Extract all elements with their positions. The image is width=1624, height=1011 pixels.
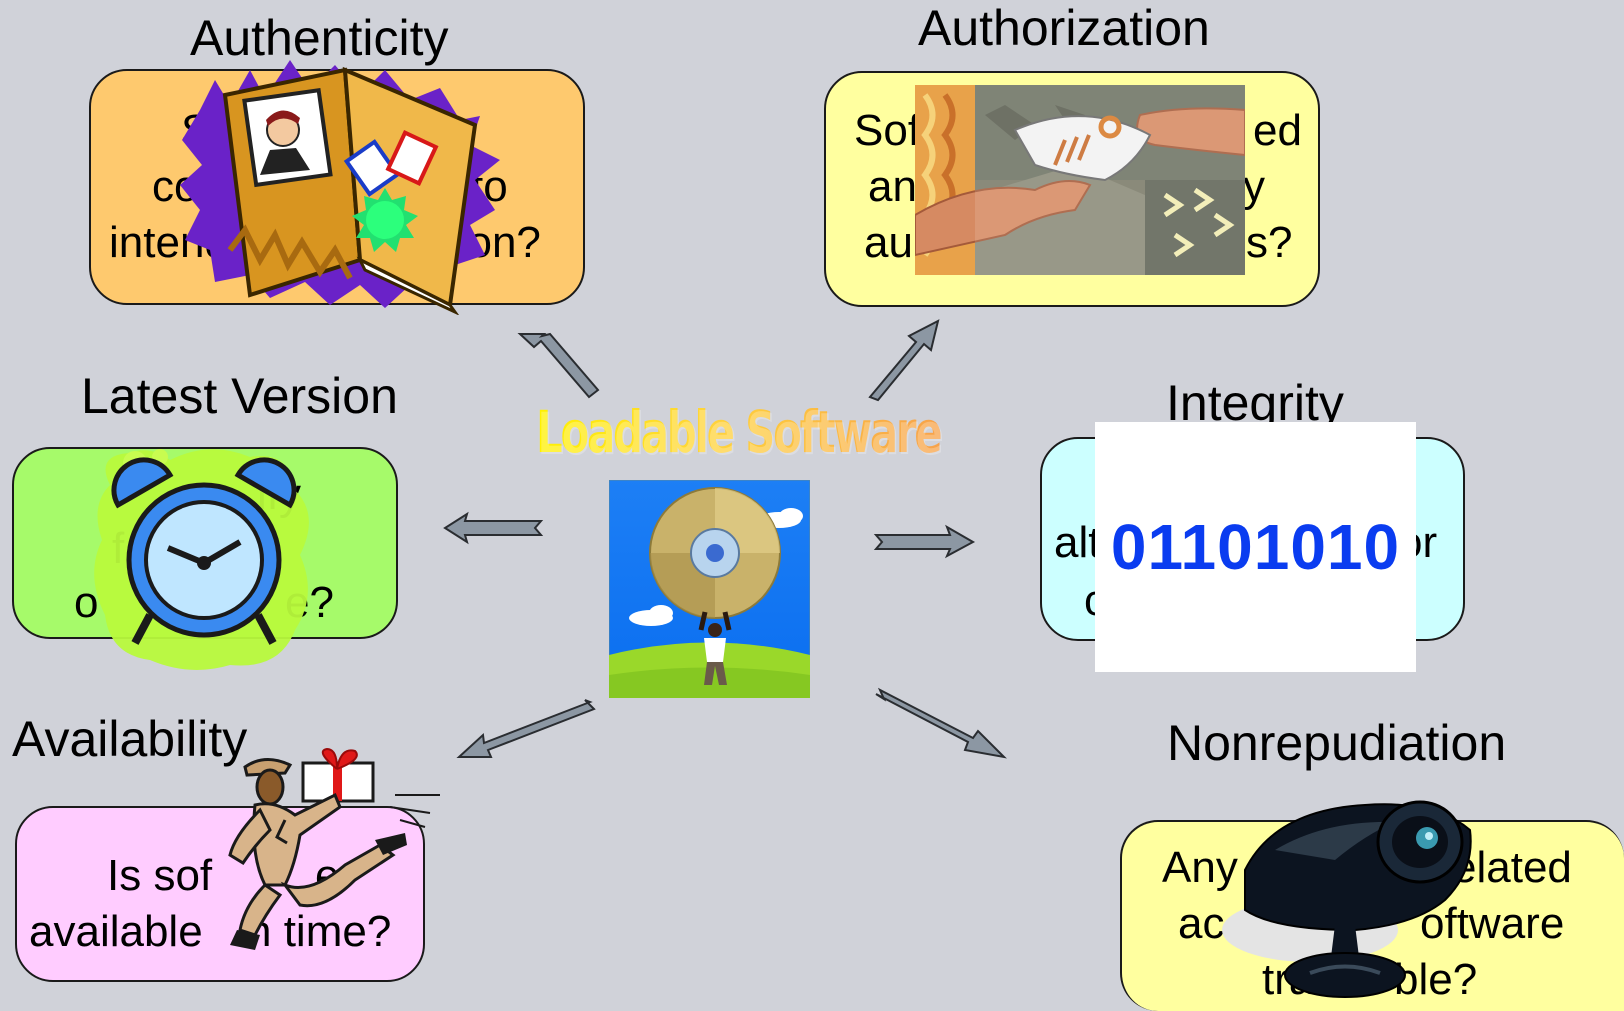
availability-line: Is sof	[107, 851, 213, 900]
arrow-latest-version	[443, 511, 544, 545]
arrow-nonrepudiation	[875, 687, 1007, 759]
binary-code-icon: 01101010	[1095, 422, 1416, 672]
nonrepudiation-line: elated	[1452, 843, 1572, 892]
heading-nonrepudiation: Nonrepudiation	[1167, 715, 1507, 771]
authorization-line: an	[868, 162, 917, 211]
passport-book-icon	[180, 60, 500, 315]
heading-availability: Availability	[12, 711, 248, 767]
authorization-line: au	[864, 218, 913, 267]
handshake-collage-icon	[915, 85, 1245, 275]
authorization-line: ed	[1253, 106, 1302, 155]
heading-integrity: Integrity	[1166, 375, 1344, 431]
arrow-availability	[456, 699, 596, 758]
center-title: Loadable Software	[536, 398, 943, 466]
authorization-line: y	[1243, 162, 1265, 211]
arrow-authenticity	[517, 332, 600, 399]
integrity-line: alt	[1054, 518, 1101, 567]
availability-line: n time?	[247, 907, 392, 956]
cd-disc-person-icon	[609, 480, 810, 698]
heading-authenticity: Authenticity	[190, 10, 449, 66]
nonrepudiation-line: ble?	[1394, 955, 1478, 1004]
arrow-authorization	[868, 319, 940, 402]
latest-version-line: o	[74, 578, 99, 627]
box-availability: Is sof e available n time?	[15, 806, 425, 982]
nonrepudiation-line: ac	[1178, 899, 1225, 948]
nonrepudiation-line: oftware	[1420, 899, 1565, 948]
heading-latest-version: Latest Version	[81, 368, 398, 424]
nonrepudiation-line: Any	[1162, 843, 1238, 892]
heading-authorization: Authorization	[918, 0, 1210, 56]
arrow-integrity	[873, 524, 976, 559]
webcam-icon	[1222, 800, 1472, 998]
availability-line: available	[29, 907, 203, 956]
delivery-courier-icon	[228, 747, 440, 950]
authorization-line: Sof	[854, 106, 921, 155]
authorization-line: s?	[1246, 218, 1293, 267]
alarm-clock-icon	[94, 449, 309, 670]
